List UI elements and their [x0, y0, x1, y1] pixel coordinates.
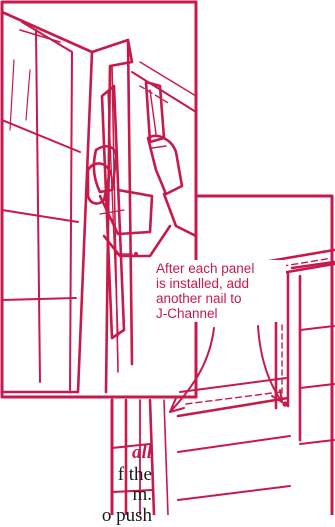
caption-line-2: is installed, add [156, 276, 284, 291]
caption-line-1: After each panel [156, 261, 284, 276]
caption-line-4: J-Channel [156, 306, 284, 321]
panel-window-hands [2, 2, 196, 397]
installation-illustration [0, 0, 335, 515]
section-heading-fragment: all [0, 442, 152, 464]
body-text-line-2: f the [0, 464, 152, 486]
installation-caption: After each panel is installed, add anoth… [154, 260, 286, 322]
panel-2-border [196, 196, 332, 515]
body-text-line-4: o push [0, 505, 152, 527]
body-text-line-3: m. [0, 484, 152, 506]
caption-line-3: another nail to [156, 291, 284, 306]
